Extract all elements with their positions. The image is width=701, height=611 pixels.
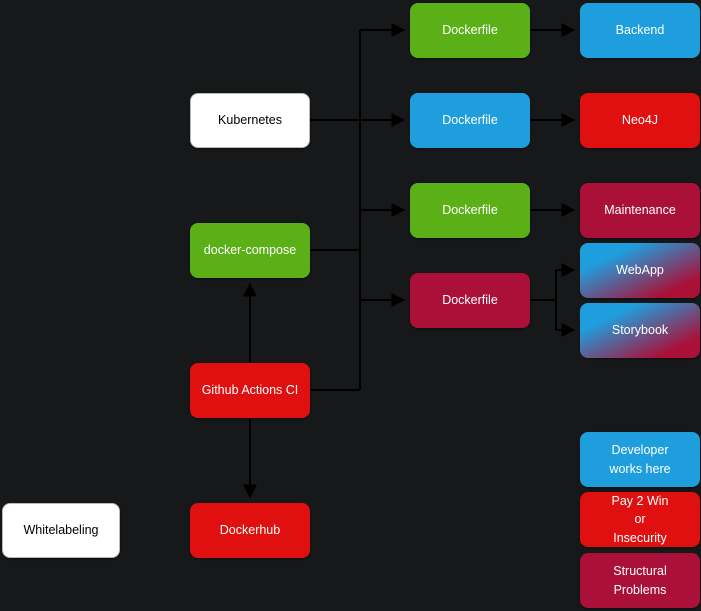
node-storybook[interactable]: Storybook — [580, 303, 700, 358]
node-label: Kubernetes — [218, 113, 282, 128]
node-label: Dockerfile — [442, 293, 498, 308]
node-backend[interactable]: Backend — [580, 3, 700, 58]
node-dockerfile-backend[interactable]: Dockerfile — [410, 3, 530, 58]
node-label: Dockerfile — [442, 113, 498, 128]
node-maintenance[interactable]: Maintenance — [580, 183, 700, 238]
legend-label: Developer works here — [609, 443, 671, 476]
node-label: Dockerfile — [442, 203, 498, 218]
node-dockerhub[interactable]: Dockerhub — [190, 503, 310, 558]
node-dockerfile-webapp[interactable]: Dockerfile — [410, 273, 530, 328]
legend-label: Pay 2 Win or Insecurity — [611, 494, 669, 545]
node-label: WebApp — [616, 263, 664, 278]
node-label: Dockerfile — [442, 23, 498, 38]
legend-label: Structural Problems — [613, 564, 667, 597]
node-dockerfile-neo4j[interactable]: Dockerfile — [410, 93, 530, 148]
legend-developer-works-here: Developer works here — [580, 432, 700, 487]
node-github-actions-ci[interactable]: Github Actions CI — [190, 363, 310, 418]
legend-pay-2-win-or-insecurity: Pay 2 Win or Insecurity — [580, 492, 700, 547]
node-dockerfile-maintenance[interactable]: Dockerfile — [410, 183, 530, 238]
node-kubernetes[interactable]: Kubernetes — [190, 93, 310, 148]
node-label: Maintenance — [604, 203, 676, 218]
node-label: Whitelabeling — [23, 523, 99, 538]
node-label: Dockerhub — [219, 523, 281, 538]
node-webapp[interactable]: WebApp — [580, 243, 700, 298]
legend-structural-problems: Structural Problems — [580, 553, 700, 608]
node-label: Neo4J — [621, 113, 659, 128]
node-docker-compose[interactable]: docker-compose — [190, 223, 310, 278]
node-label: Backend — [615, 23, 665, 38]
node-neo4j[interactable]: Neo4J — [580, 93, 700, 148]
node-label: docker-compose — [203, 243, 297, 258]
node-whitelabeling[interactable]: Whitelabeling — [2, 503, 120, 558]
node-label: Github Actions CI — [201, 383, 299, 398]
node-label: Storybook — [611, 323, 669, 338]
